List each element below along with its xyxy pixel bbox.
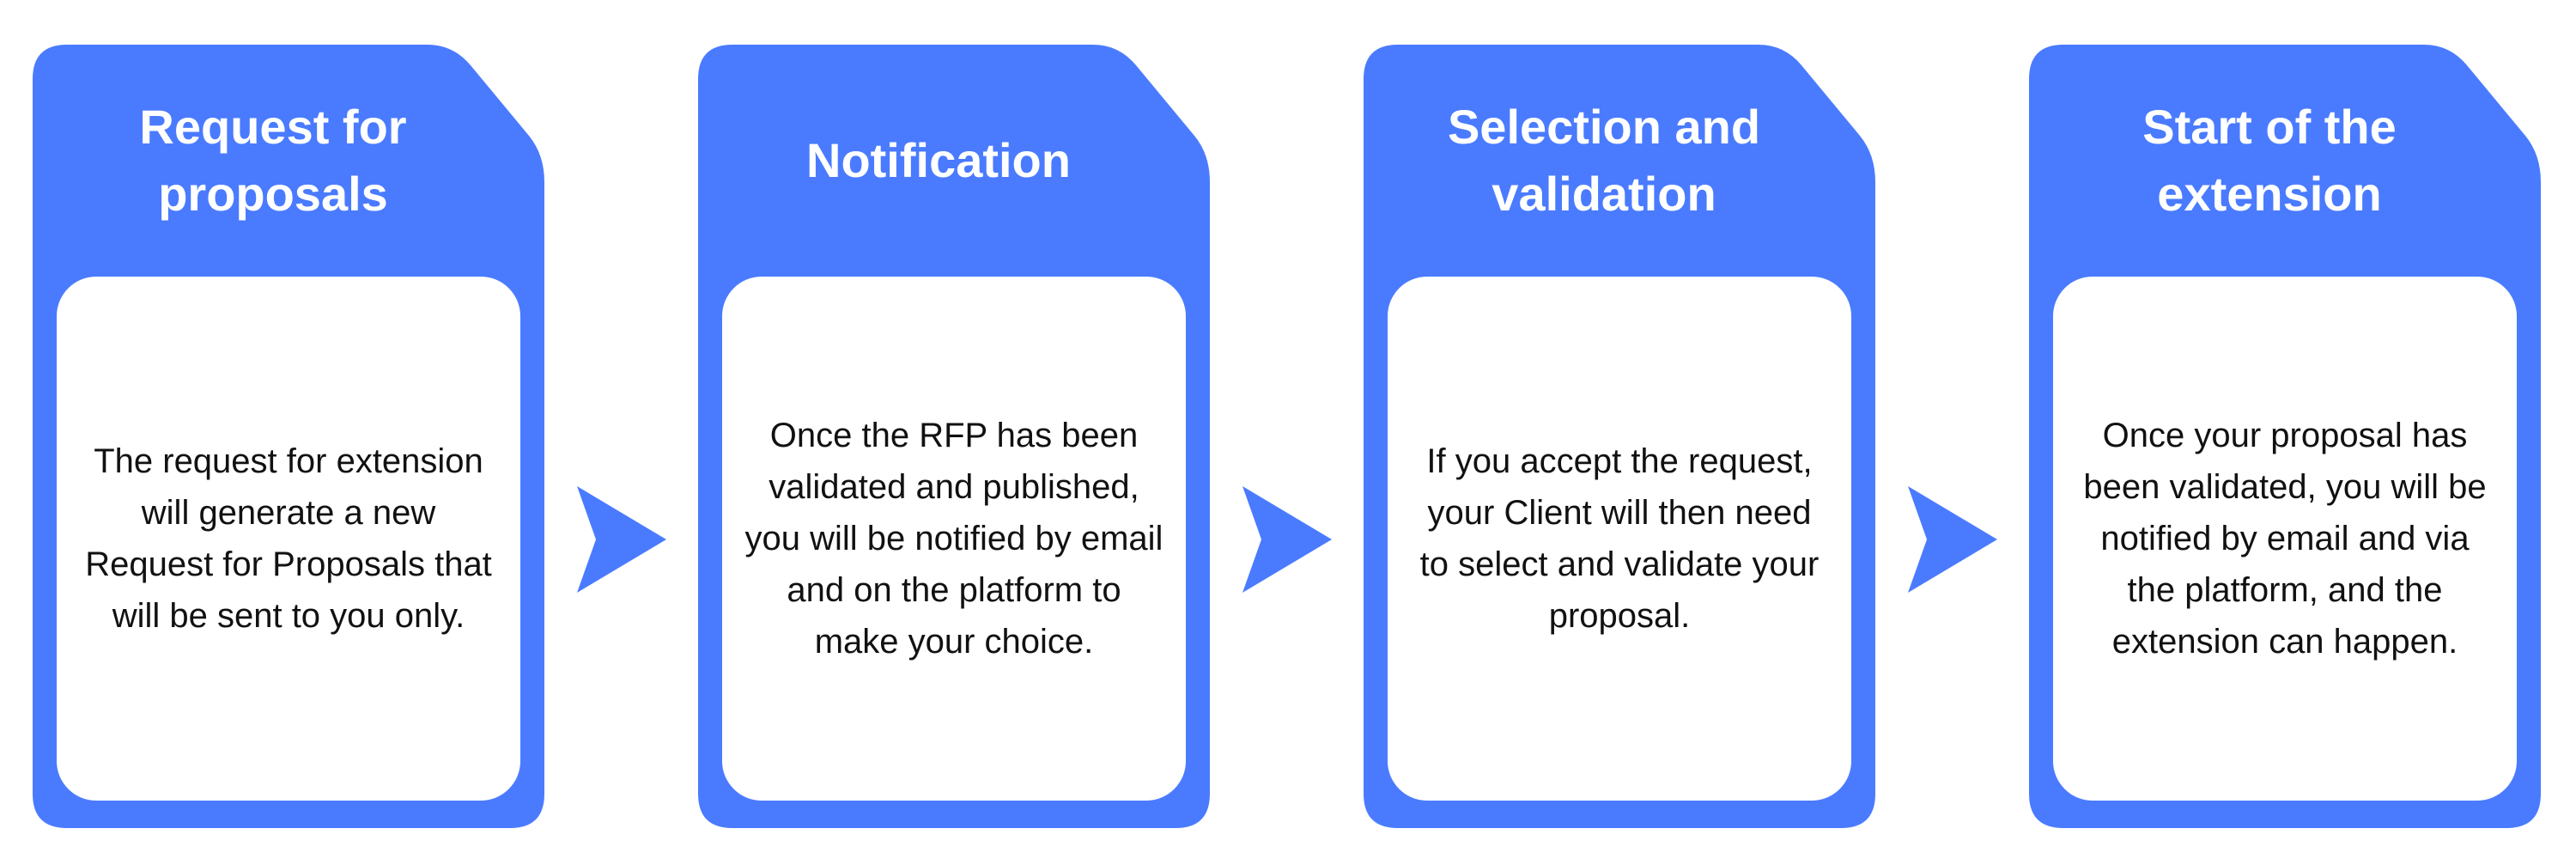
step-card: If you accept the request, your Client w… [1388,277,1851,801]
step-start-of-the-extension: Start of the extension Once your proposa… [2029,45,2541,828]
step-description: The request for extension will generate … [85,442,492,635]
chevron-right-icon [1242,486,1332,593]
step-card: Once the RFP has been validated and publ… [722,277,1186,801]
step-title: Selection and validation [1447,100,1761,221]
step-title: Start of the extension [2142,100,2397,221]
step-request-for-proposals: Request for proposals The request for ex… [33,45,544,828]
step-description: Once the RFP has been validated and publ… [744,417,1163,661]
chevron-right-icon [577,486,666,593]
step-title: Request for proposals [139,100,407,221]
chevron-right-icon [1908,486,1997,593]
step-notification: Notification Once the RFP has been valid… [698,45,1210,828]
step-selection-and-validation: Selection and validation If you accept t… [1364,45,1875,828]
step-description: Once your proposal has been validated, y… [2083,417,2487,661]
step-card: Once your proposal has been validated, y… [2053,277,2517,801]
step-description: If you accept the request, your Client w… [1419,442,1820,635]
step-card: The request for extension will generate … [57,277,520,801]
step-title: Notification [806,133,1071,187]
